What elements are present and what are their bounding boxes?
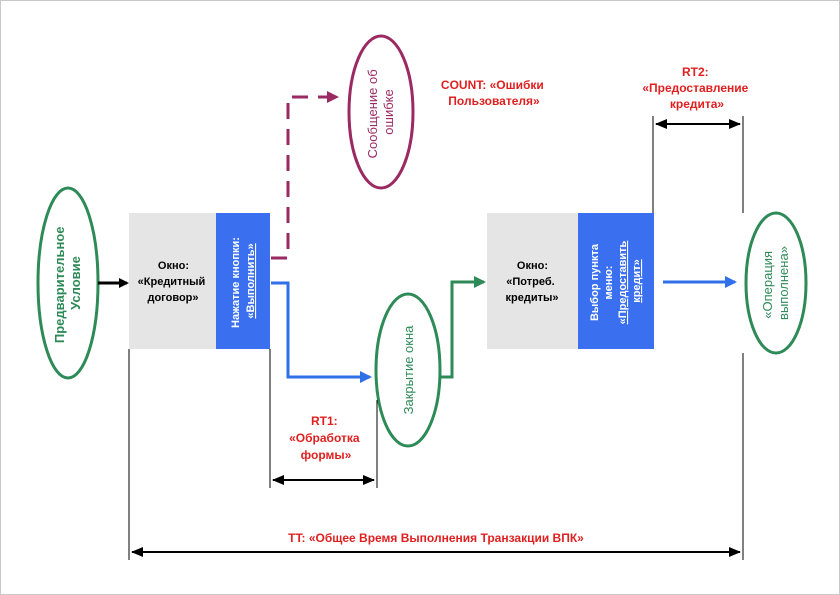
window-consumer-credits: Окно: «Потреб. кредиты»	[487, 213, 579, 349]
success-path-arrow	[271, 281, 372, 383]
tt-dimension: TT: «Общее Время Выполнения Транзакции В…	[128, 349, 744, 560]
svg-text:Окно: «Потреб. кре: Окно: «Потреб. кредиты»	[506, 260, 559, 304]
rt2-label: RT2: «Предоставление кредита»	[642, 65, 751, 111]
window1-title-line-3: договор»	[147, 292, 198, 304]
error-message-oval: Сообщение об ошибке	[347, 34, 415, 190]
precondition-oval: Предварительное Условие	[36, 186, 100, 380]
error-path-arrow	[271, 91, 339, 260]
menu-action-line-3: «Предоставить	[617, 240, 629, 324]
provide-credit-menu-action[interactable]: Выбор пункта меню: «Предоставить кредит»	[578, 213, 654, 349]
window1-title-line-2: «Кредитный	[138, 276, 206, 288]
menu-action-line-4: кредит»	[631, 259, 643, 303]
window-close-oval: Закрытие окна	[374, 292, 442, 448]
execute-action-line-1: Нажатие кнопки:	[230, 237, 242, 328]
rt2-dimension: RT2: «Предоставление кредита»	[642, 65, 751, 213]
operation-done-line-2: выполнена»	[776, 246, 791, 320]
svg-text:Предварительное Условие: Предварительное Условие	[52, 223, 83, 343]
execute-button-action[interactable]: Нажатие кнопки: «Выполнить»	[216, 213, 270, 349]
operation-done-line-1: «Операция	[760, 251, 775, 319]
rt1-dimension: RT1: «Обработка формы»	[269, 349, 378, 488]
precondition-line-2: Условие	[68, 256, 83, 310]
menu-action-line-2: меню:	[603, 266, 615, 300]
window2-title-line-1: Окно:	[517, 260, 548, 272]
window-credit-contract: Окно: «Кредитный договор»	[129, 213, 217, 349]
window2-title-line-3: кредиты»	[506, 292, 559, 304]
svg-text:Нажатие кнопки: «Выполни: Нажатие кнопки: «Выполнить»	[230, 234, 257, 328]
window2-title-line-2: «Потреб.	[506, 276, 554, 288]
operation-done-oval: «Операция выполнена»	[744, 211, 808, 355]
open-window-arrow	[440, 276, 486, 379]
error-message-line-1: Сообщение об	[365, 69, 380, 158]
svg-text:Окно: «Кредитный д: Окно: «Кредитный договор»	[138, 260, 209, 304]
rt1-label: RT1: «Обработка формы»	[289, 414, 363, 462]
window1-title-line-1: Окно:	[158, 260, 189, 272]
error-message-line-2: ошибке	[381, 89, 396, 134]
svg-text:Выбор пункта меню:: Выбор пункта меню: «Предоставить кредит»	[589, 238, 643, 325]
count-label: COUNT: «Ошибки Пользователя»	[441, 78, 547, 108]
svg-text:Сообщение об ошибке: Сообщение об ошибке	[365, 66, 396, 159]
tt-label: TT: «Общее Время Выполнения Транзакции В…	[288, 531, 584, 545]
window-close-label: Закрытие окна	[401, 325, 416, 414]
svg-text:«Операция выполнена»: «Операция выполнена»	[760, 246, 791, 320]
precondition-line-1: Предварительное	[52, 227, 67, 344]
execute-action-line-2: «Выполнить»	[245, 243, 257, 318]
menu-action-line-1: Выбор пункта	[589, 243, 601, 321]
